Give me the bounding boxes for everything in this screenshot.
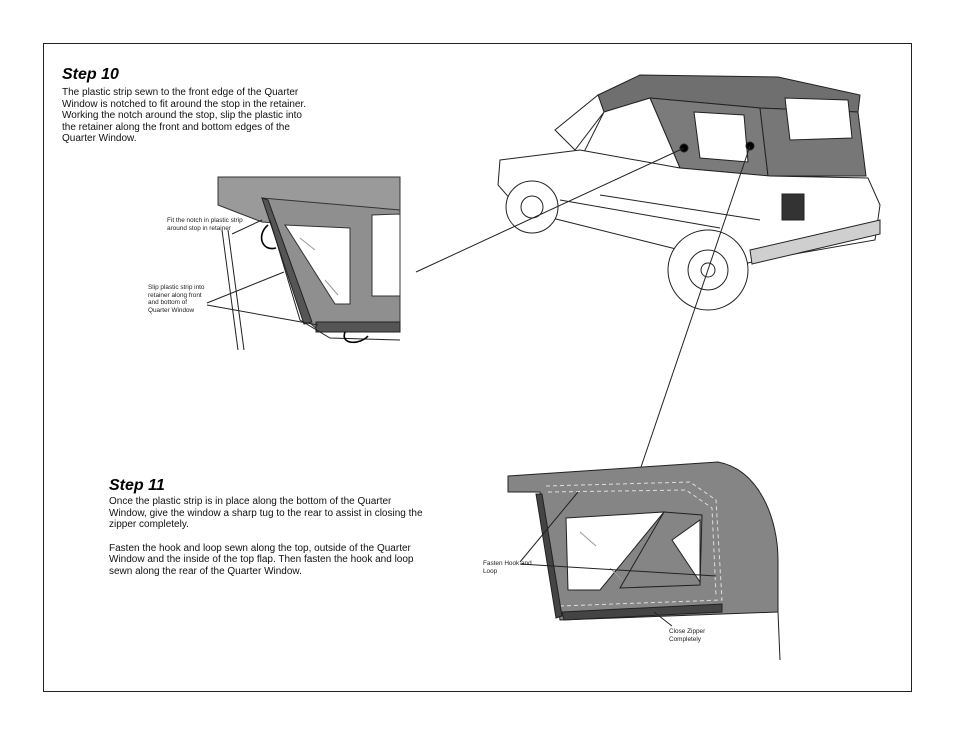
step11-detail-illustration (507, 461, 781, 661)
page-border (43, 43, 912, 692)
callout-fasten-hook: Fasten Hook and Loop (483, 560, 532, 575)
step10-instructions: The plastic strip sewn to the front edge… (62, 87, 310, 145)
callout-slip-strip: Slip plastic strip into retainer along f… (148, 284, 205, 314)
step11-title: Step 11 (109, 477, 165, 494)
callout-close-zipper: Close Zipper Completely (669, 628, 706, 643)
step10-detail-illustration (206, 176, 401, 351)
step11-instructions: Once the plastic strip is in place along… (109, 496, 431, 577)
callout-fit-notch: Fit the notch in plastic strip around st… (167, 217, 243, 232)
step10-title: Step 10 (62, 66, 119, 83)
step10-body: The plastic strip sewn to the front edge… (62, 87, 307, 144)
vehicle-illustration (415, 74, 881, 471)
step11-body-1: Once the plastic strip is in place along… (109, 496, 423, 530)
step11-body-2: Fasten the hook and loop sewn along the … (109, 542, 414, 577)
